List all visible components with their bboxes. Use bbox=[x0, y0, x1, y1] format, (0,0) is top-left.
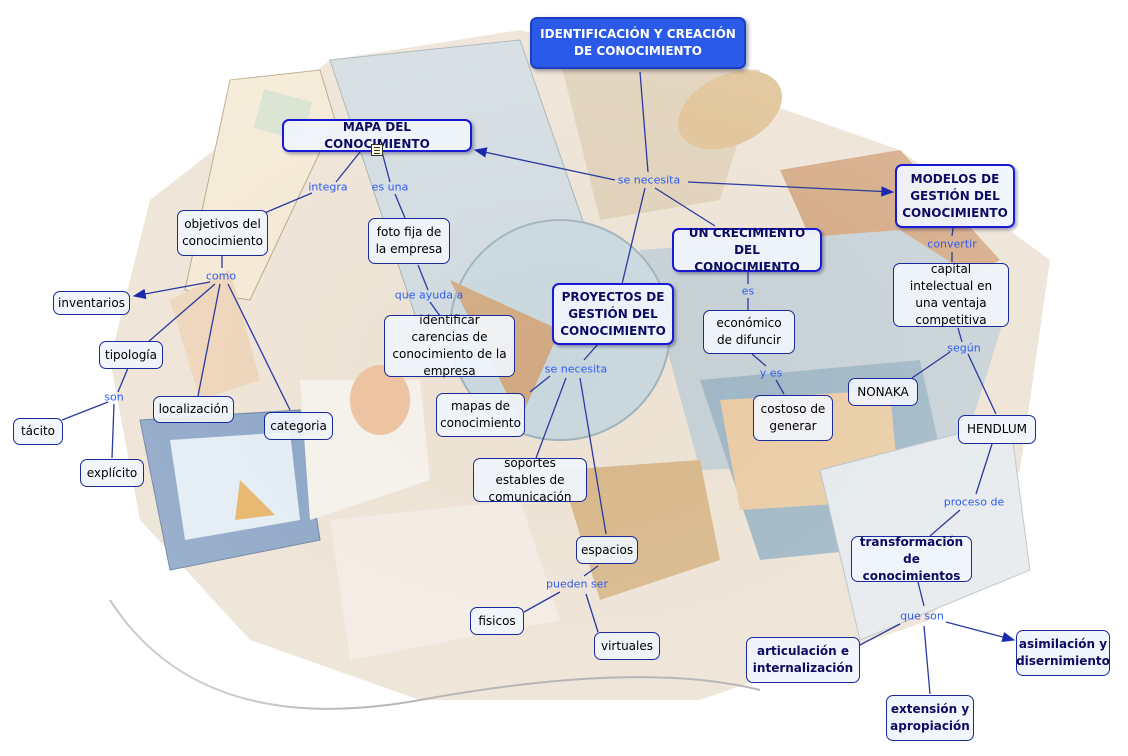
label-se-necesita-top: se necesita bbox=[617, 173, 681, 187]
label-es: es bbox=[741, 284, 755, 298]
link-capital-segun bbox=[957, 327, 963, 343]
label-integra: integra bbox=[308, 180, 348, 194]
node-economico[interactable]: económico de difuncir bbox=[703, 310, 795, 354]
node-mapas-conocimiento[interactable]: mapas de conocimiento bbox=[436, 393, 525, 437]
link-yes-costoso bbox=[775, 379, 785, 395]
link-son-explicito bbox=[111, 403, 115, 459]
link-esuna-foto bbox=[394, 193, 406, 219]
node-transformacion[interactable]: transformación de conocimientos bbox=[851, 535, 972, 583]
link-transformacion-queson bbox=[917, 581, 925, 607]
label-como: como bbox=[205, 269, 237, 283]
link-queson-articulacion bbox=[857, 623, 901, 647]
link-mapa-esuna bbox=[381, 151, 391, 183]
link-puedenser-fisicos bbox=[523, 591, 561, 613]
label-son: son bbox=[104, 390, 124, 404]
node-modelos[interactable]: MODELOS DE GESTIÓN DEL CONOCIMIENTO bbox=[895, 164, 1015, 228]
link-senecesita-espacios bbox=[579, 377, 607, 535]
link-espacios-puedenser bbox=[583, 565, 599, 577]
node-asimilacion[interactable]: asimilación y disernimiento bbox=[1016, 630, 1110, 676]
link-como-localizacion bbox=[197, 283, 221, 397]
node-capital-intelectual[interactable]: capital intelectual en una ventaja compe… bbox=[893, 262, 1009, 327]
node-tipologia[interactable]: tipología bbox=[99, 341, 163, 369]
label-que-son: que son bbox=[900, 609, 944, 623]
label-pueden-ser: pueden ser bbox=[546, 577, 608, 591]
link-tipologia-son bbox=[117, 367, 129, 393]
node-nonaka[interactable]: NONAKA bbox=[848, 378, 918, 406]
node-fisicos[interactable]: fisicos bbox=[470, 607, 524, 635]
link-procesode-transformacion bbox=[929, 509, 961, 537]
node-crecimiento[interactable]: UN CRECIMIENTO DEL CONOCIMIENTO bbox=[672, 226, 822, 274]
link-queson-extension bbox=[923, 625, 931, 695]
node-espacios[interactable]: espacios bbox=[576, 536, 638, 564]
link-senecesita-mapa bbox=[473, 147, 616, 181]
label-proceso-de: proceso de bbox=[943, 495, 1005, 509]
link-proyectos-senecesita bbox=[583, 343, 599, 361]
node-tacito[interactable]: tácito bbox=[13, 418, 63, 445]
node-identificar-carencias[interactable]: identificar carencias de conocimiento de… bbox=[384, 313, 515, 378]
link-foto-queayuda bbox=[417, 264, 429, 291]
link-economico-yes bbox=[751, 353, 767, 367]
node-extension[interactable]: extensión y apropiación bbox=[886, 695, 974, 741]
link-como-inventarios bbox=[132, 281, 211, 299]
link-title-senecesita bbox=[639, 71, 649, 173]
node-proyectos[interactable]: PROYECTOS DE GESTIÓN DEL CONOCIMIENTO bbox=[552, 283, 674, 345]
link-como-categoria bbox=[227, 283, 291, 411]
node-costoso[interactable]: costoso de generar bbox=[753, 395, 833, 441]
node-virtuales[interactable]: virtuales bbox=[594, 632, 660, 660]
label-y-es: y es bbox=[759, 366, 783, 380]
link-queson-asimilacion bbox=[945, 621, 1016, 643]
node-localizacion[interactable]: localización bbox=[153, 396, 234, 423]
link-queayuda-identificar bbox=[429, 301, 441, 317]
link-senecesita-crecimiento bbox=[654, 187, 716, 227]
node-foto-fija[interactable]: foto fija de la empresa bbox=[368, 218, 450, 264]
node-objetivos[interactable]: objetivos del conocimiento bbox=[177, 210, 268, 256]
note-icon[interactable] bbox=[371, 144, 383, 156]
link-segun-nonaka bbox=[911, 351, 951, 379]
link-segun-hendlum bbox=[967, 353, 997, 415]
node-categoria[interactable]: categoria bbox=[264, 412, 333, 440]
link-modelos-convertir bbox=[951, 227, 954, 237]
link-integra-objetivos bbox=[261, 192, 313, 215]
link-senecesita-soportes bbox=[535, 377, 567, 459]
link-hendlum-procesode bbox=[975, 443, 993, 495]
node-soportes[interactable]: soportes estables de comunicación bbox=[473, 456, 587, 504]
label-que-ayuda-a: que ayuda a bbox=[394, 288, 464, 302]
link-senecesita-modelos bbox=[687, 181, 895, 197]
label-convertir: convertir bbox=[927, 237, 977, 251]
label-se-necesita-mid: se necesita bbox=[544, 362, 608, 376]
node-explicito[interactable]: explícito bbox=[80, 459, 144, 487]
label-es-una: es una bbox=[371, 180, 409, 194]
link-puedenser-virtuales bbox=[585, 593, 599, 633]
link-senecesita-proyectos bbox=[621, 187, 646, 285]
link-como-tipologia bbox=[147, 283, 216, 343]
link-mapa-integra bbox=[335, 151, 361, 183]
link-senecesita-mapas bbox=[529, 375, 551, 393]
label-segun: según bbox=[947, 341, 981, 355]
node-identificacion[interactable]: IDENTIFICACIÓN Y CREACIÓN DE CONOCIMIENT… bbox=[530, 17, 746, 69]
node-articulacion[interactable]: articulación e internalización bbox=[746, 637, 860, 683]
node-inventarios[interactable]: inventarios bbox=[53, 291, 130, 315]
link-son-tacito bbox=[61, 401, 109, 421]
node-hendlum[interactable]: HENDLUM bbox=[958, 415, 1036, 444]
